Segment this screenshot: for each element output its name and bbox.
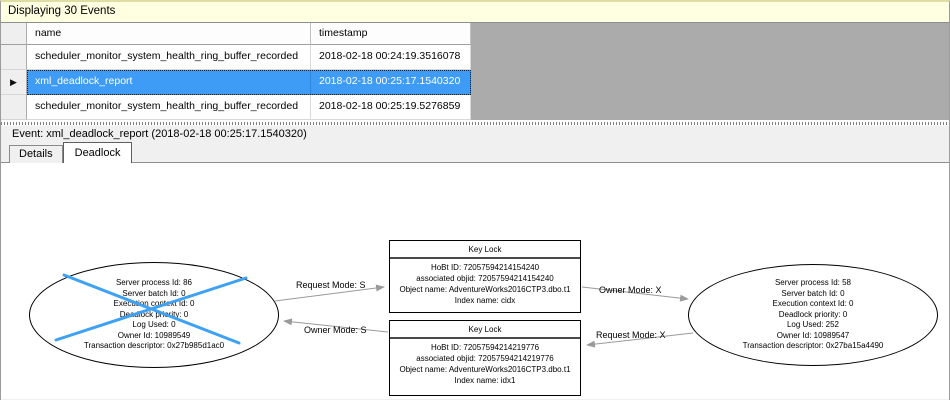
lock-detail-line: Index name: cidx	[454, 296, 516, 305]
edge-label-owner-mode-s: Owner Mode: S	[304, 325, 367, 335]
lock-detail-line: HoBt ID: 72057594214219776	[430, 343, 540, 352]
row-filler	[471, 45, 949, 70]
process-detail-line: Owner Id: 10989549	[117, 330, 191, 340]
key-lock-node-cidx[interactable]: Key Lock HoBt ID: 72057594214154240 asso…	[389, 240, 581, 313]
deadlock-owner-process-node[interactable]: Server process Id: 58 Server batch Id: 0…	[688, 264, 938, 366]
table-row-selected[interactable]: ▶ xml_deadlock_report 2018-02-18 00:25:1…	[1, 70, 949, 95]
events-count-bar: Displaying 30 Events	[0, 0, 950, 22]
event-timestamp-cell: 2018-02-18 00:25:17.1540320	[311, 70, 471, 95]
process-detail-line: Log Used: 0	[132, 320, 176, 330]
lock-detail-line: Index name: idx1	[454, 376, 516, 385]
edge-label-request-mode-x: Request Mode: X	[596, 330, 666, 340]
edge-label-request-mode-s: Request Mode: S	[296, 280, 366, 290]
deadlock-graph-panel: Server process Id: 86 Server batch Id: 0…	[1, 162, 949, 399]
tab-details[interactable]: Details	[9, 145, 63, 163]
process-detail-line: Server process Id: 58	[774, 278, 852, 288]
row-selector-header	[1, 23, 27, 45]
process-detail-line: Deadlock priority: 0	[119, 309, 189, 319]
current-row-arrow-icon: ▶	[10, 76, 17, 87]
process-detail-line: Server process Id: 86	[115, 278, 193, 288]
grid-header-filler	[471, 23, 949, 45]
process-detail-line: Transaction descriptor: 0x27ba15a4490	[742, 341, 884, 351]
lock-title: Key Lock	[390, 321, 580, 339]
process-detail-line: Server batch Id: 0	[122, 288, 186, 298]
key-lock-node-idx1[interactable]: Key Lock HoBt ID: 72057594214219776 asso…	[389, 320, 581, 396]
event-timestamp-cell: 2018-02-18 00:25:19.5276859	[311, 95, 471, 120]
deadlock-victim-process-node[interactable]: Server process Id: 86 Server batch Id: 0…	[29, 262, 279, 368]
column-header-timestamp[interactable]: timestamp	[311, 23, 471, 45]
process-detail-line: Deadlock priority: 0	[778, 309, 848, 319]
process-detail-line: Execution context Id: 0	[772, 299, 854, 309]
process-detail-line: Execution context Id: 0	[113, 299, 195, 309]
process-detail-line: Transaction descriptor: 0x27b985d1ac0	[83, 341, 225, 351]
lock-detail-line: Object name: AdventureWorks2016CTP3.dbo.…	[399, 365, 571, 374]
table-row[interactable]: scheduler_monitor_system_health_ring_buf…	[1, 45, 949, 70]
event-name-cell: xml_deadlock_report	[27, 70, 311, 95]
lock-detail-line: associated objid: 72057594214154240	[416, 274, 554, 283]
event-name-cell: scheduler_monitor_system_health_ring_buf…	[27, 95, 311, 120]
row-selector-cell[interactable]	[1, 45, 27, 70]
table-row[interactable]: scheduler_monitor_system_health_ring_buf…	[1, 95, 949, 120]
process-detail-line: Server batch Id: 0	[781, 288, 845, 298]
row-selector-cell[interactable]: ▶	[1, 70, 27, 95]
lock-title: Key Lock	[390, 241, 580, 259]
events-grid-header: name timestamp	[1, 23, 949, 45]
process-detail-line: Log Used: 252	[786, 320, 840, 330]
lock-detail-line: HoBt ID: 72057594214154240	[430, 263, 540, 272]
row-filler	[471, 95, 949, 120]
process-detail-line: Owner Id: 10989547	[776, 330, 850, 340]
row-filler	[471, 70, 949, 95]
tab-deadlock[interactable]: Deadlock	[62, 142, 133, 163]
events-grid: name timestamp scheduler_monitor_system_…	[0, 22, 950, 120]
event-details-pane: Event: xml_deadlock_report (2018-02-18 0…	[0, 126, 950, 400]
row-selector-cell[interactable]	[1, 95, 27, 120]
lock-detail-line: Object name: AdventureWorks2016CTP3.dbo.…	[399, 285, 571, 294]
event-timestamp-cell: 2018-02-18 00:24:19.3516078	[311, 45, 471, 70]
column-header-name[interactable]: name	[27, 23, 311, 45]
edge-label-owner-mode-x: Owner Mode: X	[599, 285, 662, 295]
event-name-cell: scheduler_monitor_system_health_ring_buf…	[27, 45, 311, 70]
details-tabstrip: Details Deadlock	[1, 142, 949, 163]
lock-detail-line: associated objid: 72057594214219776	[416, 354, 554, 363]
selected-event-header: Event: xml_deadlock_report (2018-02-18 0…	[12, 128, 307, 140]
